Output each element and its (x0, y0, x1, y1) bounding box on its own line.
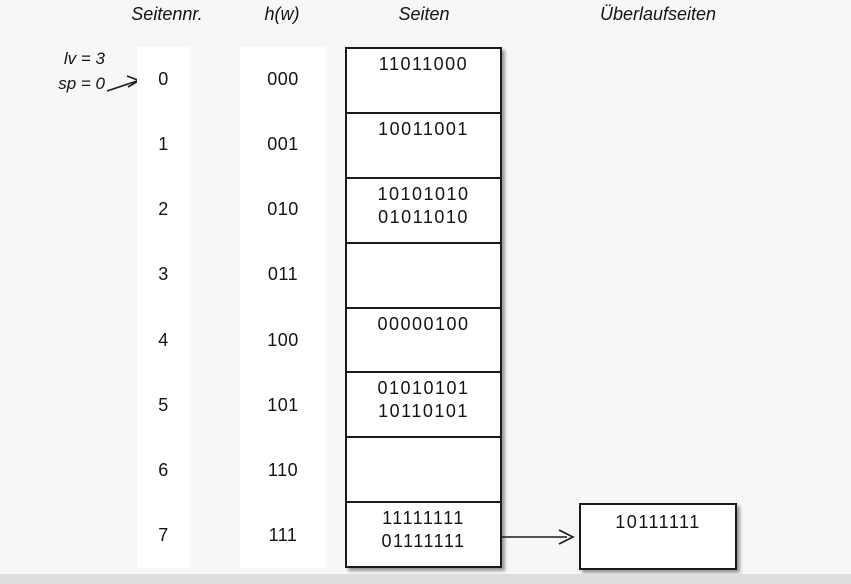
overflow-arrow-icon (501, 529, 575, 545)
seitennr-7: 7 (158, 524, 169, 545)
seitennr-5: 5 (158, 394, 169, 415)
seitennr-1: 1 (158, 134, 169, 155)
bucket-page-1: 10011001 (347, 111, 500, 177)
seitennr-4: 4 (158, 329, 169, 350)
bucket-page-2: 10101010 01011010 (347, 176, 500, 242)
page-entry: 10101010 (377, 183, 470, 204)
page-entry (347, 271, 500, 294)
bucket-page-0: 11011000 (347, 49, 500, 112)
ueberlaufseite-box: 10111111 (579, 503, 737, 570)
hw-5: 101 (267, 394, 299, 415)
page-entry: 11011000 (378, 54, 469, 74)
page-entry (347, 442, 500, 465)
header-seiten: Seiten (398, 4, 450, 24)
page-entry: 10110101 (378, 401, 469, 422)
page-entry: 10011001 (378, 118, 469, 139)
page-entry: 01011010 (378, 206, 469, 227)
seitennr-2: 2 (158, 199, 169, 220)
hw-7: 111 (268, 524, 298, 545)
page-entry: 11111111 (382, 508, 465, 529)
bucket-page-7: 11111111 01111111 (347, 501, 500, 566)
hw-2: 010 (267, 199, 299, 220)
overflow-entry: 10111111 (615, 512, 701, 532)
bucket-page-6 (347, 436, 500, 501)
hw-4: 100 (267, 329, 299, 350)
page-entry (347, 141, 500, 164)
header-ueberlaufseiten: Überlaufseiten (599, 4, 717, 24)
bucket-page-3 (347, 241, 500, 307)
hw-0: 000 (267, 69, 299, 90)
hw-column: 000 001 010 011 100 101 110 111 (240, 47, 326, 568)
seitennr-column: 0 1 2 3 4 5 6 7 (137, 47, 190, 568)
header-seitennr: Seitennr. (131, 4, 203, 24)
sp-value: sp = 0 (58, 74, 105, 93)
hw-1: 001 (267, 134, 299, 155)
page-entry (347, 248, 500, 271)
hw-6: 110 (267, 459, 299, 480)
state-annotation: lv = 3 sp = 0 (20, 46, 105, 96)
seitennr-6: 6 (158, 459, 169, 480)
page-entry (347, 336, 500, 359)
page-entry (347, 465, 500, 488)
seiten-box: 11011000 10011001 10101010 01011010 0000… (345, 47, 502, 568)
bucket-page-5: 01010101 10110101 (347, 371, 500, 436)
page-entry: 01010101 (377, 378, 470, 399)
page-entry: 00000100 (377, 313, 470, 334)
overflow-entry (581, 534, 735, 557)
bucket-page-4: 00000100 (347, 306, 500, 372)
hw-3: 011 (267, 264, 299, 285)
bottom-edge-bar (0, 574, 851, 584)
page-entry (347, 76, 500, 99)
seitennr-3: 3 (158, 264, 169, 285)
lv-value: lv = 3 (63, 49, 105, 68)
page-entry: 01111111 (381, 531, 466, 552)
seitennr-0: 0 (158, 69, 169, 90)
header-hw: h(w) (264, 4, 300, 24)
